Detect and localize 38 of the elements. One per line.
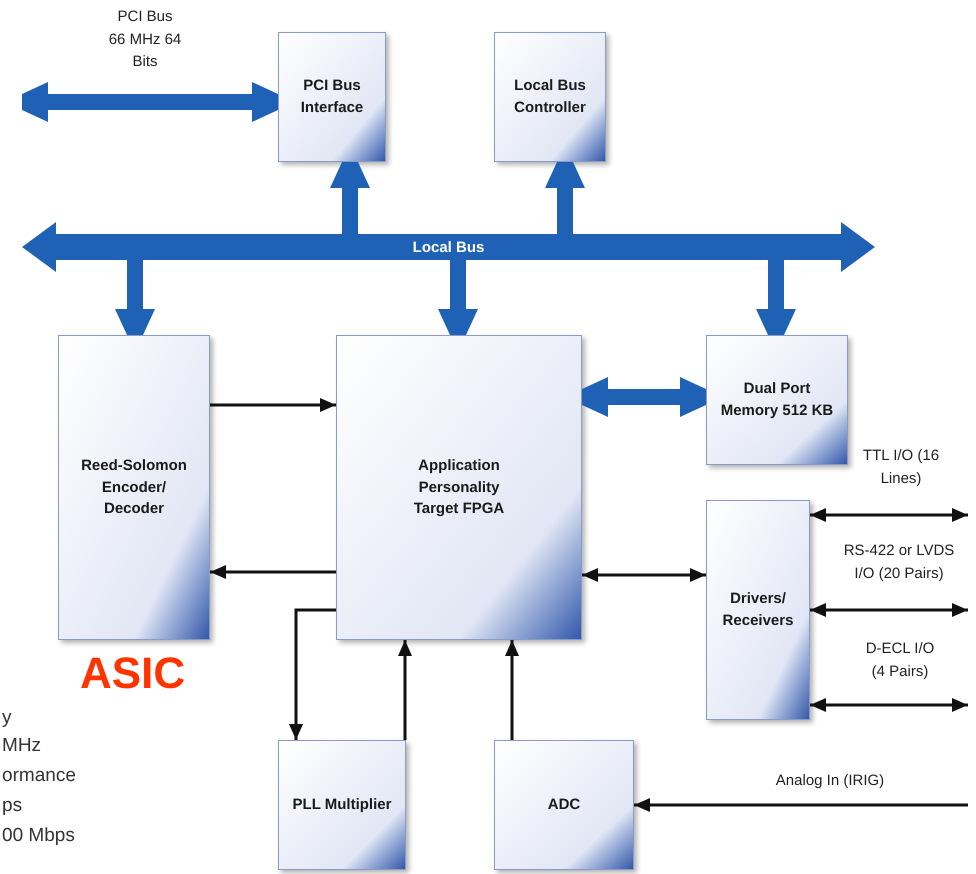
block-label: Dual Port Memory 512 KB [720, 379, 834, 421]
edge-label: PCI Bus 66 MHz 64 Bits [108, 7, 182, 72]
block-box [278, 740, 406, 870]
block-label: PLL Multiplier [292, 795, 392, 816]
text-fragment: MHz [2, 736, 42, 755]
block-box [706, 335, 848, 465]
block-label: Application Personality Target FPGA [412, 456, 506, 520]
text-fragment: y [2, 708, 12, 727]
block-box [494, 32, 606, 162]
block-box [58, 335, 210, 640]
block-label: Local Bus Controller [513, 76, 587, 118]
block-label: Drivers/ Receivers [722, 589, 794, 631]
text-fragment: ps [2, 796, 22, 815]
signal-arrow [810, 603, 968, 617]
block-box [336, 335, 582, 640]
signal-arrow [810, 698, 968, 712]
signal-arrow [582, 568, 706, 582]
edge-label: Analog In (IRIG) [774, 771, 886, 791]
edge-label: D-ECL I/O (4 Pairs) [864, 639, 936, 682]
signal-arrow [398, 640, 412, 740]
text-fragment: ormance [2, 766, 76, 785]
block-label: PCI Bus Interface [300, 76, 364, 118]
bus-label: Local Bus [412, 240, 484, 254]
signal-arrow [210, 398, 336, 412]
signal-arrow [634, 798, 968, 812]
edge-label: TTL I/O (16 Lines) [862, 446, 940, 488]
block-box [494, 740, 634, 870]
text-fragment: 00 Mbps [2, 826, 75, 845]
signal-arrow [289, 608, 336, 740]
block-box [278, 32, 386, 162]
signal-arrow [505, 640, 519, 740]
block-label: ADC [548, 795, 580, 816]
signal-arrow [210, 565, 336, 579]
signal-arrow [810, 508, 968, 522]
asic-label: ASIC [80, 652, 186, 696]
edge-label: RS-422 or LVDS I/O (20 Pairs) [842, 541, 956, 584]
block-label: Reed-Solomon Encoder/ Decoder [80, 456, 188, 520]
block-box [706, 500, 810, 720]
